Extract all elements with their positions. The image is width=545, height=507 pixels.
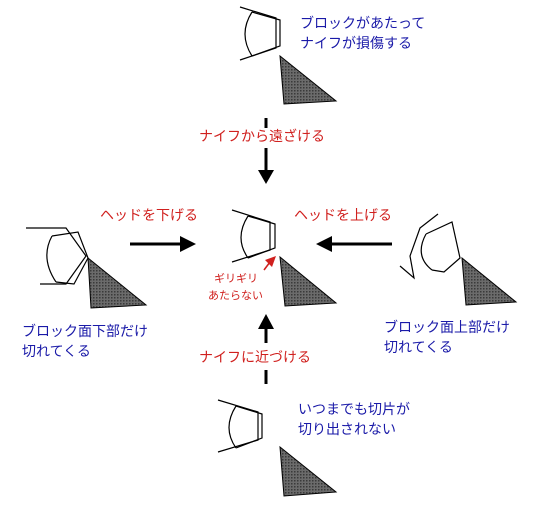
contact-pointer (263, 256, 276, 271)
bottom-block-holder (217, 399, 263, 453)
arrow-up (258, 314, 274, 384)
caption-right-line-1: ブロック面上部だけ (384, 320, 510, 336)
caption-bottom-line-1: いつまでも切片が (298, 402, 410, 418)
center-note: ギリギリ あたらない (208, 270, 263, 304)
caption-bottom-line-2: 切り出されない (298, 422, 396, 438)
center-block-holder (231, 209, 276, 263)
action-down-label: ナイフから遠ざける (199, 129, 325, 145)
caption-right-line-2: 切れてくる (384, 340, 453, 356)
center-knife (279, 255, 338, 307)
arrow-down (258, 118, 274, 184)
center-note-line-2: あたらない (208, 289, 263, 302)
top-block-holder (239, 6, 281, 61)
caption-bottom: いつまでも切片が 切り出されない (298, 400, 410, 440)
caption-right: ブロック面上部だけ 切れてくる (384, 318, 510, 358)
action-from-right-label: ヘッドを上げる (294, 208, 392, 224)
arrow-left (316, 236, 392, 252)
left-block-holder (26, 227, 89, 285)
top-knife (279, 54, 338, 105)
action-up-label: ナイフに近づける (199, 350, 311, 366)
bottom-knife (279, 445, 338, 497)
caption-left: ブロック面下部だけ 切れてくる (22, 322, 148, 362)
right-block-holder (399, 213, 461, 280)
left-knife (87, 256, 148, 309)
caption-top: ブロックがあたって ナイフが損傷する (300, 14, 425, 54)
right-knife (461, 256, 518, 306)
caption-top-line-1: ブロックがあたって (300, 16, 426, 32)
caption-left-line-2: 切れてくる (22, 344, 91, 360)
action-from-left-label: ヘッドを下げる (100, 208, 198, 224)
caption-top-line-2: ナイフが損傷する (300, 36, 412, 52)
caption-left-line-1: ブロック面下部だけ (22, 324, 148, 340)
center-note-line-1: ギリギリ (214, 272, 258, 285)
arrow-right (130, 236, 196, 252)
